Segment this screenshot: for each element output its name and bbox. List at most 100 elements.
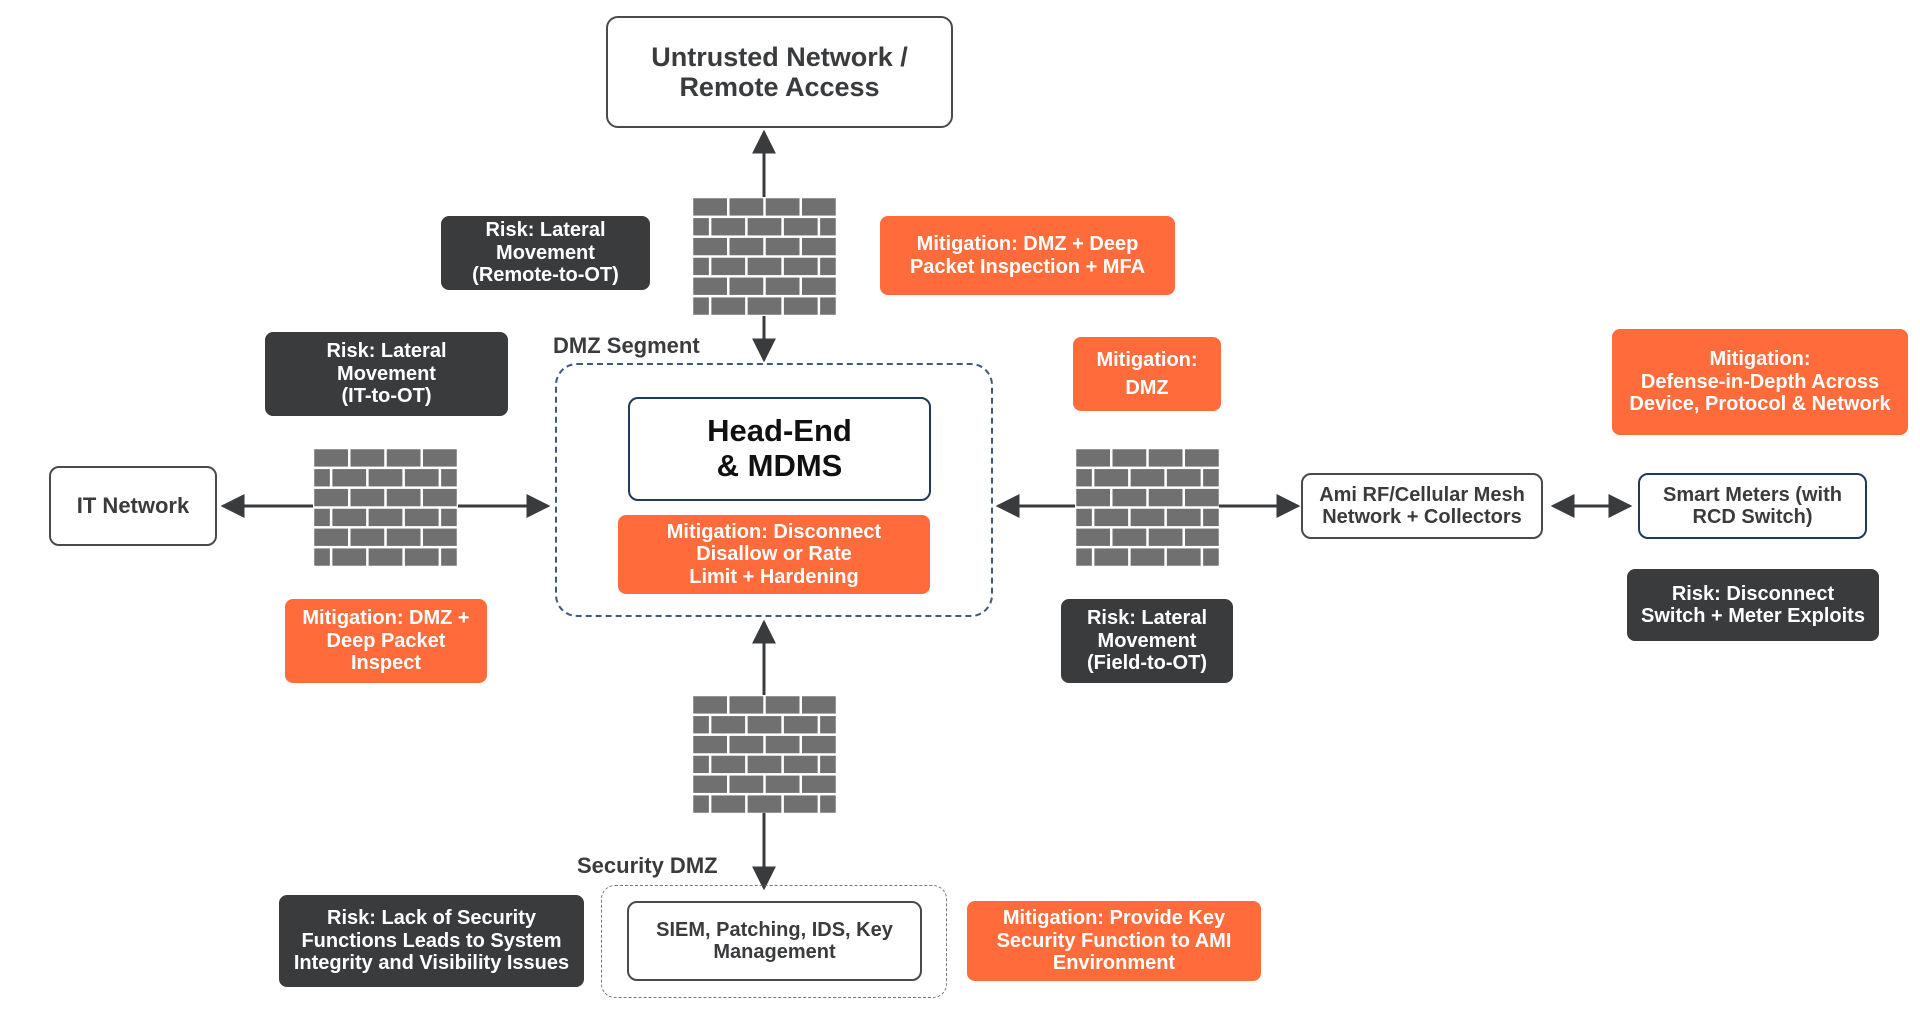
brick — [404, 508, 439, 527]
brick — [802, 237, 836, 256]
untrusted-network-node: Untrusted Network / Remote Access — [606, 16, 953, 128]
brick — [1148, 528, 1183, 546]
brick — [783, 795, 818, 813]
brick — [711, 755, 746, 774]
risk-remote-to-ot: Risk: Lateral Movement (Remote-to-OT) — [441, 216, 650, 290]
brick — [1185, 528, 1219, 546]
head-end-mdms-label: Head-End & MDMS — [707, 413, 852, 483]
ami-rf-mesh-node: Ami RF/Cellular Mesh Network + Collector… — [1301, 473, 1543, 539]
brick — [1112, 488, 1147, 507]
brick — [1076, 449, 1110, 467]
ami-rf-mesh-label: Ami RF/Cellular Mesh Network + Collector… — [1319, 483, 1525, 528]
brick — [820, 218, 836, 236]
brick — [1094, 548, 1129, 566]
brick — [1076, 548, 1092, 566]
mitigation-disconnect: Mitigation: Disconnect Disallow or Rate … — [618, 515, 930, 594]
brick — [693, 735, 727, 754]
brick — [314, 469, 330, 487]
brick — [765, 735, 800, 754]
dmz-segment-zone — [555, 363, 993, 617]
brick — [693, 775, 727, 793]
risk-lack-security: Risk: Lack of Security Functions Leads t… — [279, 895, 584, 987]
it-network-node: IT Network — [49, 466, 217, 546]
brick — [729, 237, 764, 256]
brick — [1076, 528, 1110, 546]
brick — [765, 198, 800, 216]
firewall-left-icon — [314, 449, 457, 566]
brick — [441, 469, 457, 487]
security-dmz-label: Security DMZ — [577, 853, 718, 878]
security-dmz-zone — [601, 885, 947, 998]
head-end-mdms-node: Head-End & MDMS — [628, 397, 931, 501]
mitigation-dmz-dpi-mfa: Mitigation: DMZ + Deep Packet Inspection… — [880, 216, 1175, 295]
brick — [1076, 488, 1110, 507]
brick — [729, 735, 764, 754]
siem-label: SIEM, Patching, IDS, Key Management — [656, 918, 893, 963]
brick — [693, 218, 709, 236]
brick — [711, 795, 746, 813]
brick — [1203, 548, 1219, 566]
brick — [386, 449, 421, 467]
brick — [1112, 528, 1147, 546]
brick — [820, 297, 836, 315]
brick — [441, 548, 457, 566]
brick — [783, 755, 818, 774]
brick — [1130, 548, 1165, 566]
mitigation-provide-key-text: Mitigation: Provide Key Security Functio… — [996, 907, 1232, 975]
brick — [765, 237, 800, 256]
mitigation-dmz-dpi-text: Mitigation: DMZ + Deep Packet Inspect — [302, 607, 470, 675]
risk-field-to-ot-text: Risk: Lateral Movement (Field-to-OT) — [1086, 607, 1208, 675]
brick — [783, 297, 818, 315]
dmz-segment-label: DMZ Segment — [553, 333, 700, 358]
brick — [314, 449, 348, 467]
risk-it-to-ot: Risk: Lateral Movement (IT-to-OT) — [265, 332, 508, 416]
untrusted-network-label: Untrusted Network / Remote Access — [651, 41, 908, 102]
brick — [1076, 469, 1092, 487]
brick — [332, 469, 367, 487]
brick — [802, 696, 836, 714]
mitigation-provide-key: Mitigation: Provide Key Security Functio… — [967, 901, 1261, 981]
brick — [1130, 469, 1165, 487]
brick — [350, 528, 385, 546]
brick — [693, 198, 727, 216]
brick — [441, 508, 457, 527]
brick — [747, 716, 782, 734]
brick — [368, 508, 403, 527]
brick — [1203, 508, 1219, 527]
mitigation-dmz-dpi-mfa-text: Mitigation: DMZ + Deep Packet Inspection… — [909, 233, 1146, 278]
brick — [765, 277, 800, 295]
brick — [711, 716, 746, 734]
brick — [729, 775, 764, 793]
brick — [332, 548, 367, 566]
brick — [404, 548, 439, 566]
brick — [765, 775, 800, 793]
brick — [1185, 449, 1219, 467]
brick — [693, 795, 709, 813]
brick — [802, 277, 836, 295]
brick — [350, 488, 385, 507]
smart-meters-label: Smart Meters (with RCD Switch) — [1663, 483, 1842, 528]
brick — [1166, 469, 1201, 487]
brick — [1203, 469, 1219, 487]
brick — [820, 755, 836, 774]
brick — [802, 198, 836, 216]
brick — [765, 696, 800, 714]
brick — [802, 775, 836, 793]
mitigation-defense-in-depth: Mitigation: Defense-in-Depth Across Devi… — [1612, 329, 1908, 435]
brick — [693, 716, 709, 734]
brick — [1166, 548, 1201, 566]
it-network-label: IT Network — [76, 492, 190, 518]
risk-disconnect-switch: Risk: Disconnect Switch + Meter Exploits — [1627, 569, 1879, 641]
mitigation-dmz: Mitigation: DMZ — [1073, 337, 1221, 411]
brick — [314, 528, 348, 546]
smart-meters-node: Smart Meters (with RCD Switch) — [1638, 473, 1867, 539]
brick — [693, 237, 727, 256]
brick — [350, 449, 385, 467]
brick — [783, 716, 818, 734]
brick — [423, 528, 457, 546]
brick — [404, 469, 439, 487]
brick — [747, 218, 782, 236]
risk-lack-security-text: Risk: Lack of Security Functions Leads t… — [293, 907, 570, 975]
firewall-bottom-icon — [693, 696, 836, 813]
firewall-top-icon — [693, 198, 836, 315]
